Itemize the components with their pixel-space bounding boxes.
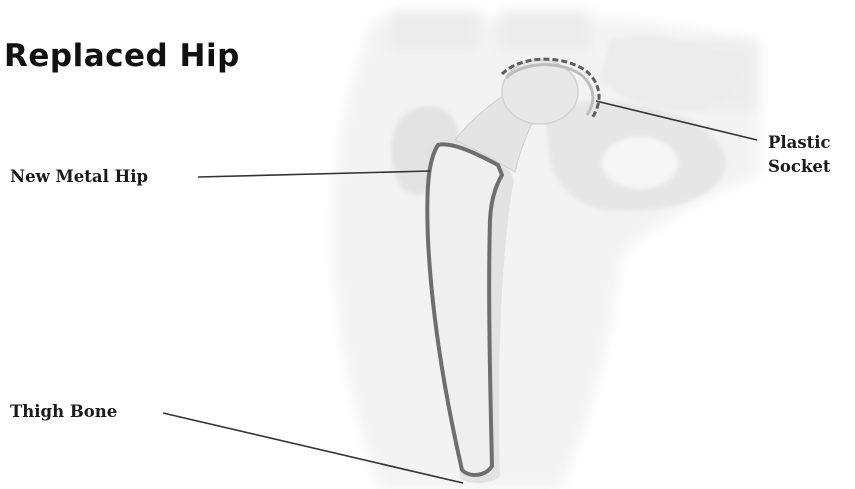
- label-new-metal-hip: New Metal Hip: [10, 166, 148, 188]
- label-thigh-bone: Thigh Bone: [10, 401, 117, 423]
- label-plastic-socket-line1: Plastic: [768, 131, 831, 155]
- label-plastic-socket: Plastic Socket: [768, 131, 831, 179]
- metal-ball-head: [502, 60, 578, 124]
- page-title: Replaced Hip: [4, 38, 240, 74]
- label-plastic-socket-line2: Socket: [768, 155, 831, 179]
